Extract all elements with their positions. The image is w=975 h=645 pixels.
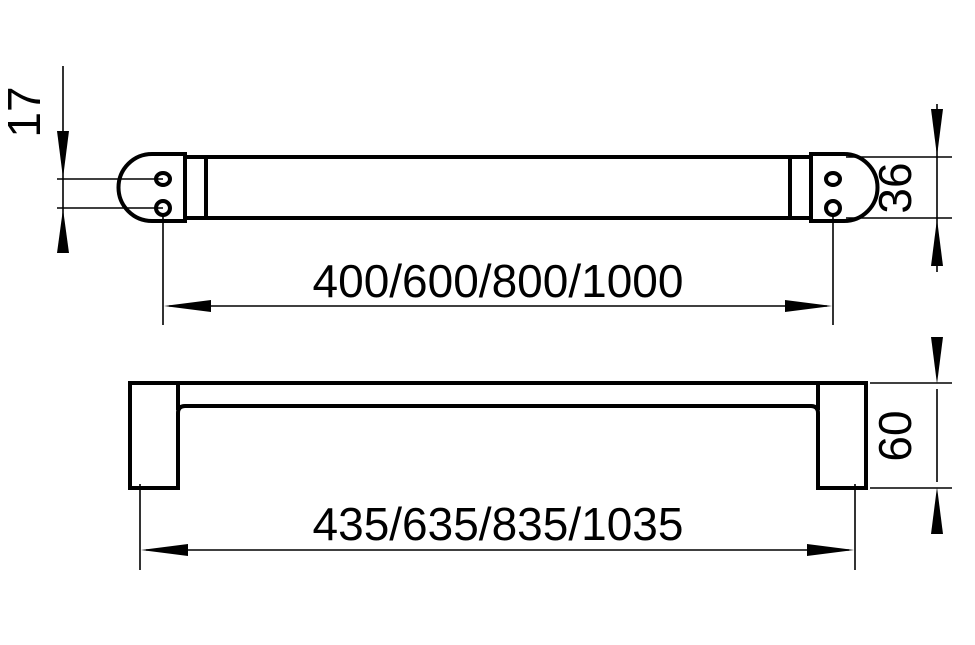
dimension-rail-length: 400/600/800/1000	[162, 214, 834, 325]
dimension-label-17: 17	[0, 86, 50, 137]
side-view-group	[128, 381, 868, 490]
right-end-cap	[809, 152, 880, 223]
arrowhead-60-top	[931, 337, 943, 384]
dimension-overall-length: 435/635/835/1035	[139, 484, 856, 570]
arrowhead-overall-right	[807, 544, 854, 556]
arrowhead-60-bottom	[931, 487, 943, 534]
arrowhead-rail-left	[164, 300, 211, 312]
arrowhead-17-top	[57, 131, 69, 178]
arrowhead-rail-right	[785, 300, 832, 312]
dimension-hole-spacing: 17	[0, 66, 163, 253]
arrowhead-17-bottom	[57, 209, 69, 253]
top-view-group	[116, 152, 880, 223]
arrowhead-36-top	[931, 109, 943, 156]
rail-tube-body	[156, 155, 840, 220]
arrowhead-36-bottom	[931, 219, 943, 266]
dimension-bracket-depth: 60	[869, 337, 952, 534]
right-screw-hole-lower	[824, 199, 842, 217]
right-screw-hole-upper	[824, 171, 842, 187]
arrowhead-overall-left	[141, 544, 188, 556]
left-end-cap	[116, 152, 187, 223]
dimension-label-60: 60	[869, 410, 921, 461]
dimension-label-rail-length: 400/600/800/1000	[313, 255, 684, 307]
bracket-profile	[128, 381, 868, 490]
dimension-label-overall-length: 435/635/835/1035	[313, 498, 684, 550]
dimension-label-36: 36	[869, 162, 921, 213]
dimension-tube-width: 36	[846, 104, 952, 272]
